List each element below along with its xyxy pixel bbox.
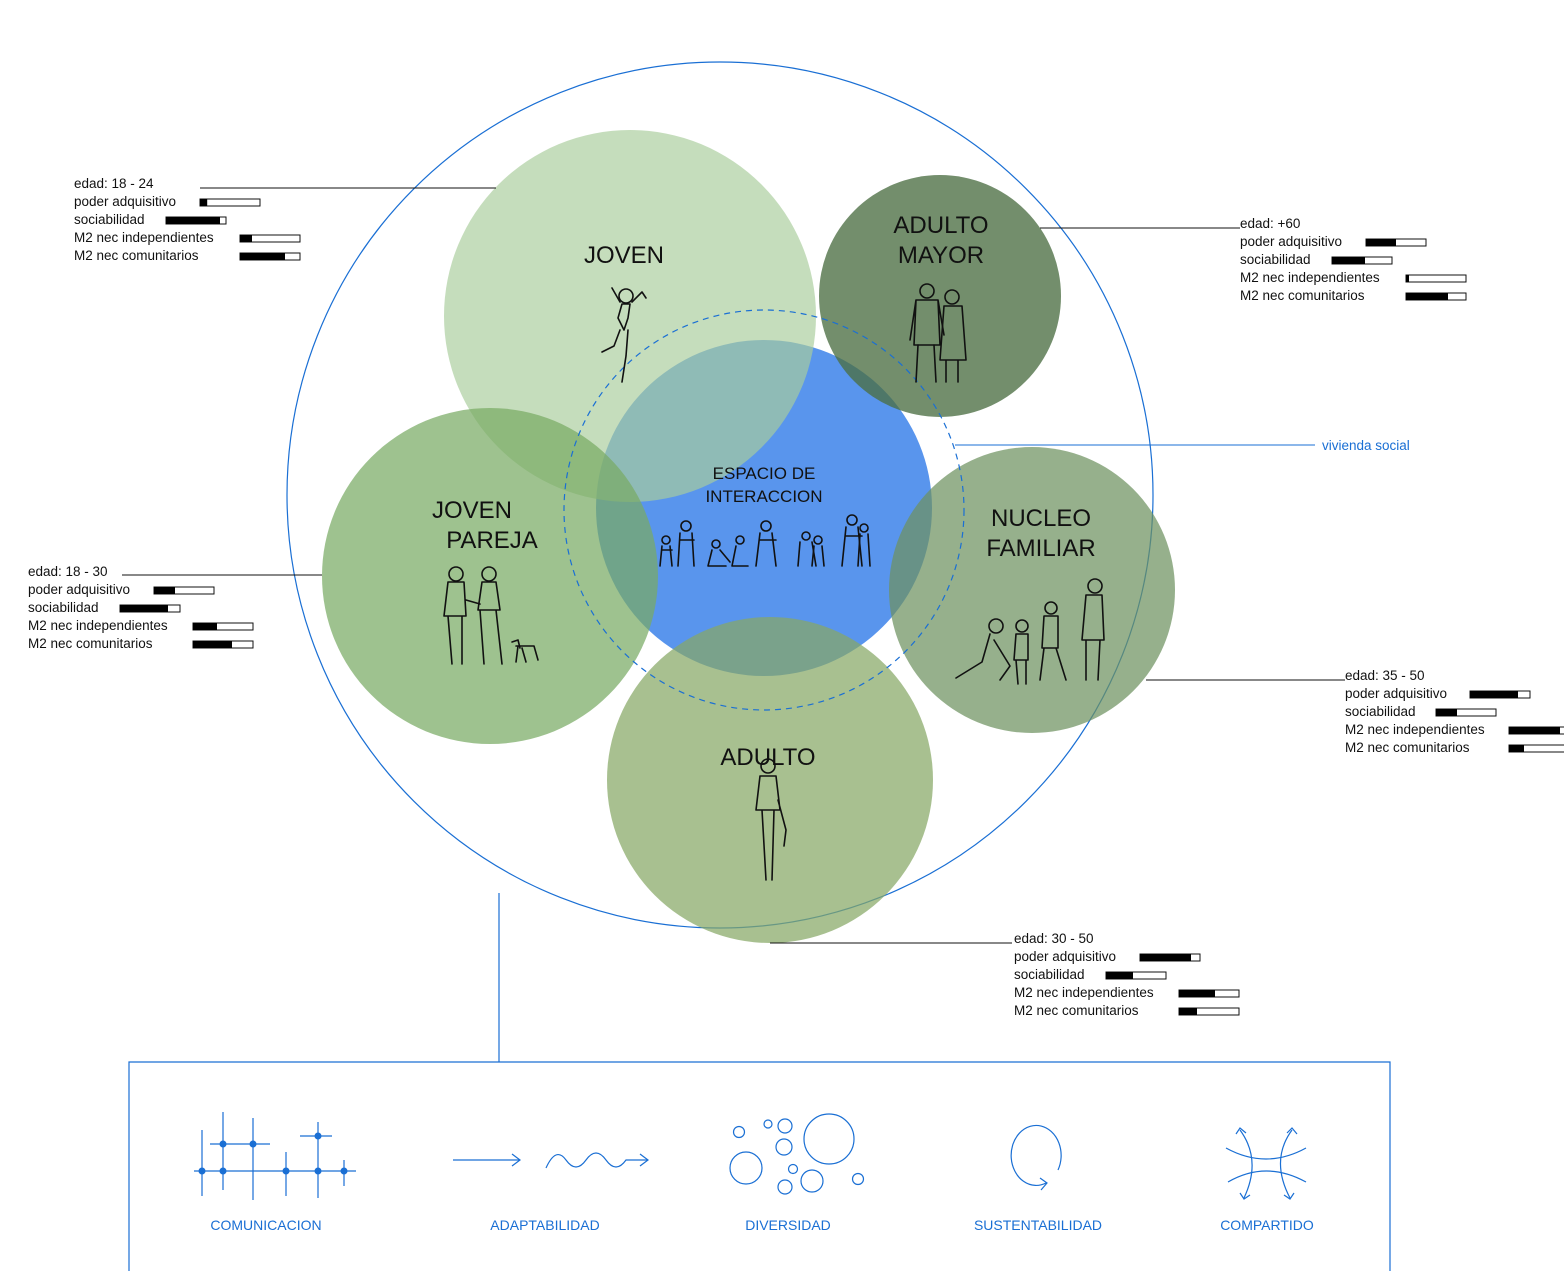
stat-label: M2 nec independientes: [1240, 270, 1380, 285]
stat-label: M2 nec comunitarios: [1345, 740, 1470, 755]
stat-bar-fill: [120, 605, 168, 612]
title-nucleo-familiar-2: FAMILIAR: [986, 535, 1095, 562]
stat-bar-fill: [240, 235, 252, 242]
stat-edad: edad: 30 - 50: [1014, 931, 1094, 946]
stat-label: M2 nec comunitarios: [1240, 288, 1365, 303]
title-adulto-mayor-1: ADULTO: [893, 212, 988, 239]
stat-label: M2 nec comunitarios: [28, 636, 153, 651]
value-label-adaptabilidad: ADAPTABILIDAD: [490, 1217, 599, 1233]
stat-label: poder adquisitivo: [1014, 949, 1116, 964]
diversidad-icon: [729, 1113, 865, 1195]
stat-label: sociabilidad: [1240, 252, 1311, 267]
stat-bar-fill: [1470, 691, 1518, 698]
value-label-comunicacion: COMUNICACION: [210, 1217, 321, 1233]
stat-bar-fill: [1366, 239, 1396, 246]
stat-label: M2 nec independientes: [28, 618, 168, 633]
figure-joven-dancer: [601, 287, 647, 383]
stat-bar-fill: [193, 623, 217, 630]
stat-bar-fill: [1179, 990, 1215, 997]
stat-edad: edad: +60: [1240, 216, 1300, 231]
stat-bar-fill: [1436, 709, 1457, 716]
stat-label: sociabilidad: [1345, 704, 1416, 719]
stat-edad: edad: 35 - 50: [1345, 668, 1425, 683]
stat-label: poder adquisitivo: [28, 582, 130, 597]
figure-adulto-mayor-couple: [909, 283, 967, 383]
stat-bar-track: [1405, 274, 1467, 283]
stat-bar-fill: [1509, 727, 1560, 734]
title-nucleo-familiar-1: NUCLEO: [991, 505, 1091, 532]
title-adulto-mayor-2: MAYOR: [898, 242, 984, 269]
stat-label: M2 nec comunitarios: [1014, 1003, 1139, 1018]
circle-joven: [444, 130, 816, 502]
title-joven-pareja-1: JOVEN: [432, 497, 512, 524]
figure-joven-pareja-couple: [443, 566, 539, 665]
figure-adulto-woman: [755, 758, 787, 881]
dashed-interaction-boundary: [563, 309, 965, 711]
stat-bar-fill: [1509, 745, 1524, 752]
circle-adulto: [607, 617, 933, 943]
adaptabilidad-icon: [453, 1152, 649, 1169]
stat-label: M2 nec independientes: [74, 230, 214, 245]
circle-adulto-mayor: [819, 175, 1061, 417]
circle-nucleo-familiar: [889, 447, 1175, 733]
comunicacion-icon: [194, 1112, 356, 1200]
figure-nucleo-familiar-group: [955, 578, 1105, 685]
circle-joven-pareja: [322, 408, 658, 744]
value-label-sustentabilidad: SUSTENTABILIDAD: [974, 1217, 1102, 1233]
stat-label: M2 nec independientes: [1345, 722, 1485, 737]
title-espacio-2: INTERACCION: [705, 487, 822, 506]
title-adulto: ADULTO: [720, 744, 815, 771]
figure-interaction-crowd: [659, 514, 871, 567]
stat-bar-fill: [200, 199, 208, 206]
stat-label: poder adquisitivo: [1345, 686, 1447, 701]
stat-bar-fill: [1140, 954, 1191, 961]
stats-adulto: edad: 30 - 50 poder adquisitivo sociabilid…: [1014, 931, 1240, 1018]
stat-bar-fill: [1406, 293, 1448, 300]
title-espacio-1: ESPACIO DE: [713, 464, 816, 483]
title-joven-pareja-2: PAREJA: [446, 527, 538, 554]
stat-bar-fill: [1179, 1008, 1197, 1015]
stat-bar-track: [199, 198, 261, 207]
stat-bar-fill: [1332, 257, 1365, 264]
stat-edad: edad: 18 - 30: [28, 564, 108, 579]
stats-nucleo-familiar: edad: 35 - 50 poder adquisitivo sociabilid…: [1345, 668, 1564, 755]
stat-label: poder adquisitivo: [74, 194, 176, 209]
stat-label: sociabilidad: [28, 600, 99, 615]
stat-bar-fill: [154, 587, 175, 594]
stat-label: sociabilidad: [74, 212, 145, 227]
stat-label: M2 nec comunitarios: [74, 248, 199, 263]
stat-bar-fill: [240, 253, 285, 260]
stat-label: sociabilidad: [1014, 967, 1085, 982]
stats-joven: edad: 18 - 24 poder adquisitivo sociabilid…: [74, 176, 301, 263]
compartido-icon: [1225, 1127, 1307, 1200]
stat-bar-fill: [1106, 972, 1133, 979]
values-box: [128, 1061, 1391, 1271]
value-label-compartido: COMPARTIDO: [1220, 1217, 1314, 1233]
stats-joven-pareja: edad: 18 - 30 poder adquisitivo sociabilid…: [28, 564, 254, 651]
stat-bar-fill: [1406, 275, 1409, 282]
stat-bar-fill: [166, 217, 220, 224]
label-vivienda-social: vivienda social: [1322, 438, 1410, 453]
title-joven: JOVEN: [584, 242, 664, 269]
stats-adulto-mayor: edad: +60 poder adquisitivo sociabilidadM2…: [1240, 216, 1467, 303]
sustentabilidad-icon: [1010, 1124, 1062, 1191]
stat-label: poder adquisitivo: [1240, 234, 1342, 249]
stat-bar-fill: [193, 641, 232, 648]
value-label-diversidad: DIVERSIDAD: [745, 1217, 831, 1233]
stat-edad: edad: 18 - 24: [74, 176, 154, 191]
stat-label: M2 nec independientes: [1014, 985, 1154, 1000]
